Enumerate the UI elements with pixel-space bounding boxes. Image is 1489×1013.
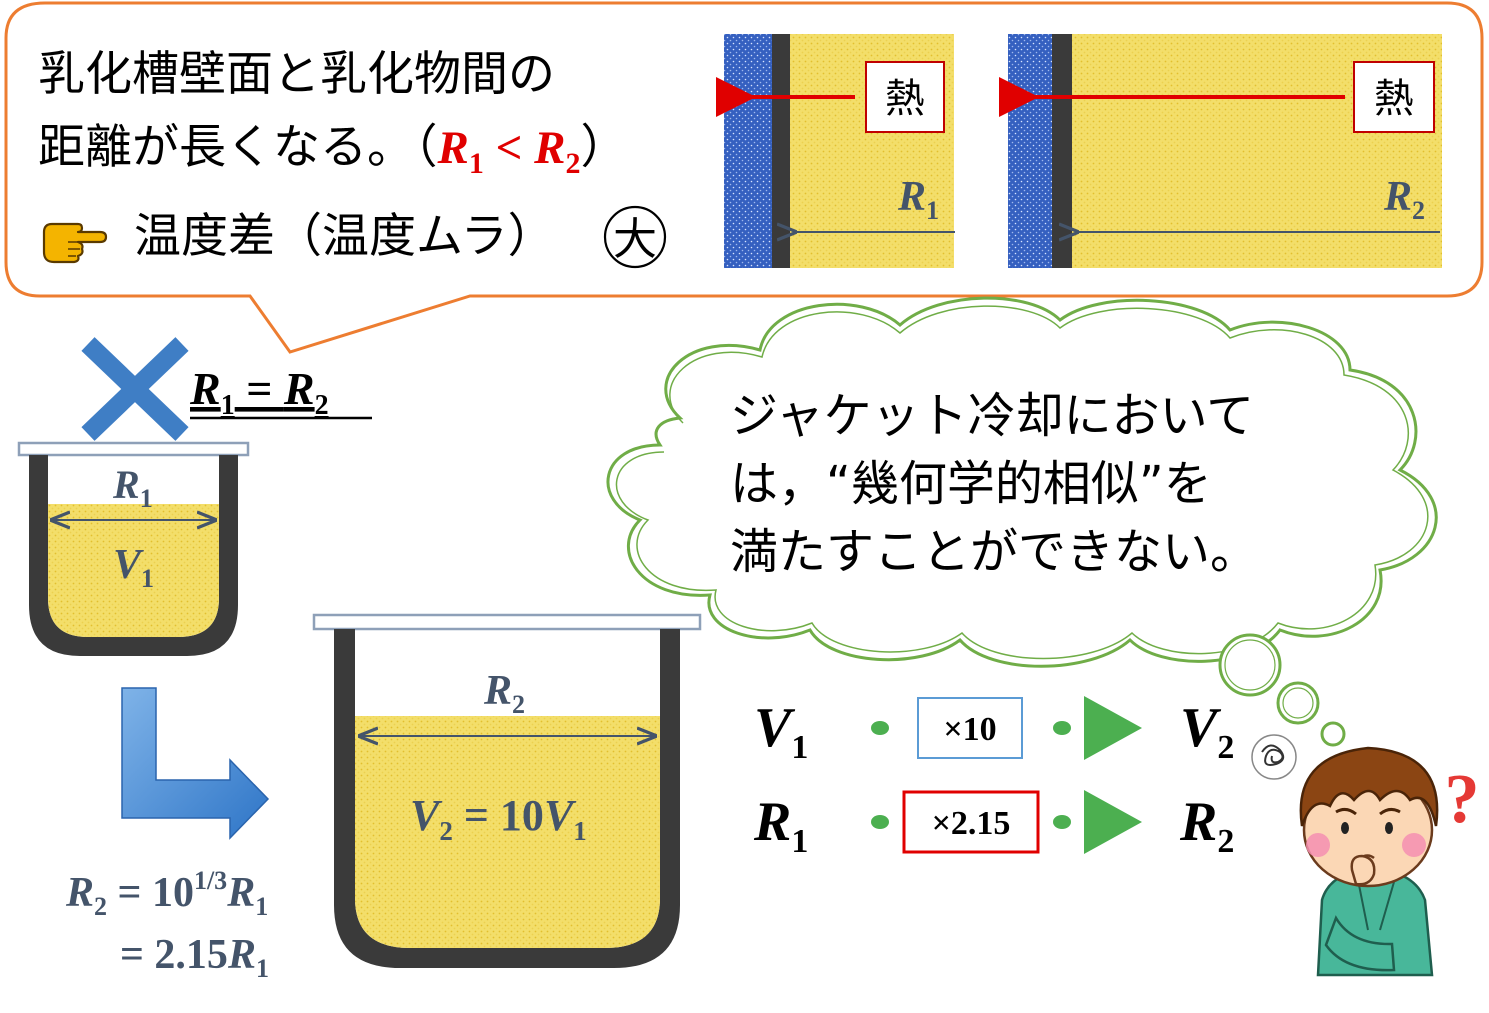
scaling-factor-1: ×10: [943, 711, 996, 748]
small-vessel-radius: R1: [112, 462, 153, 513]
confused-boy-icon: [1251, 734, 1439, 977]
scaling-to-1: V2: [1180, 697, 1234, 766]
scaling-from-1: V1: [754, 697, 808, 766]
equality-claim: R1 = R2: [189, 363, 329, 421]
cloud-line-2: は，“幾何学的相似”を: [730, 456, 1212, 512]
scaling-dot-right-1: [1053, 721, 1071, 735]
scaling-dot-left-2: [871, 815, 889, 829]
scaling-factor-2: ×2.15: [932, 805, 1011, 842]
wall-panel-1: [716, 34, 955, 268]
scribble-bubble: [1251, 734, 1297, 780]
result-text: 温度差（温度ムラ）: [134, 209, 555, 264]
scaling-factor-box-1: [917, 697, 1023, 759]
scaling-dot-left-1: [871, 721, 889, 735]
question-mark: ?: [1445, 761, 1480, 838]
elbow-arrow-icon: [121, 687, 270, 840]
cloud-line-3: 満たすことができない。: [730, 524, 1258, 580]
large-vessel: [312, 613, 702, 968]
heat-label-2: 熱: [1374, 76, 1414, 122]
scaling-dot-right-2: [1053, 815, 1071, 829]
distance-label-2: R2: [1383, 174, 1425, 225]
scaling-to-2: R2: [1179, 791, 1234, 860]
scaling-arrowhead-2: [1084, 790, 1142, 854]
distance-label-1: R1: [897, 174, 939, 225]
pointing-hand-icon: [42, 222, 108, 264]
large-vessel-radius: R2: [483, 668, 525, 719]
formula-line-1: R2 = 101/3R1: [65, 866, 268, 921]
small-vessel-volume: V1: [113, 542, 154, 593]
result-badge: 大: [613, 214, 657, 265]
bubble-line-1: 乳化槽壁面と乳化物間の: [38, 47, 555, 102]
heat-label-1: 熱: [885, 76, 925, 122]
bubble-line-2: 距離が長くなる。（R1 < R2）: [38, 120, 628, 180]
wall-panel-2: [999, 34, 1442, 268]
cloud-line-1: ジャケット冷却において: [730, 388, 1254, 444]
result-badge-circle: [603, 205, 667, 269]
small-vessel: [17, 441, 250, 656]
cross-mark-icon: [81, 337, 189, 441]
large-vessel-volume: V2 = 10V1: [410, 791, 587, 846]
scaling-factor-box-2: [902, 790, 1040, 854]
scaling-from-2: R1: [753, 791, 808, 860]
thought-cloud: [606, 296, 1438, 747]
formula-line-2: = 2.15R1: [120, 932, 269, 983]
scaling-arrowhead-1: [1084, 696, 1142, 760]
